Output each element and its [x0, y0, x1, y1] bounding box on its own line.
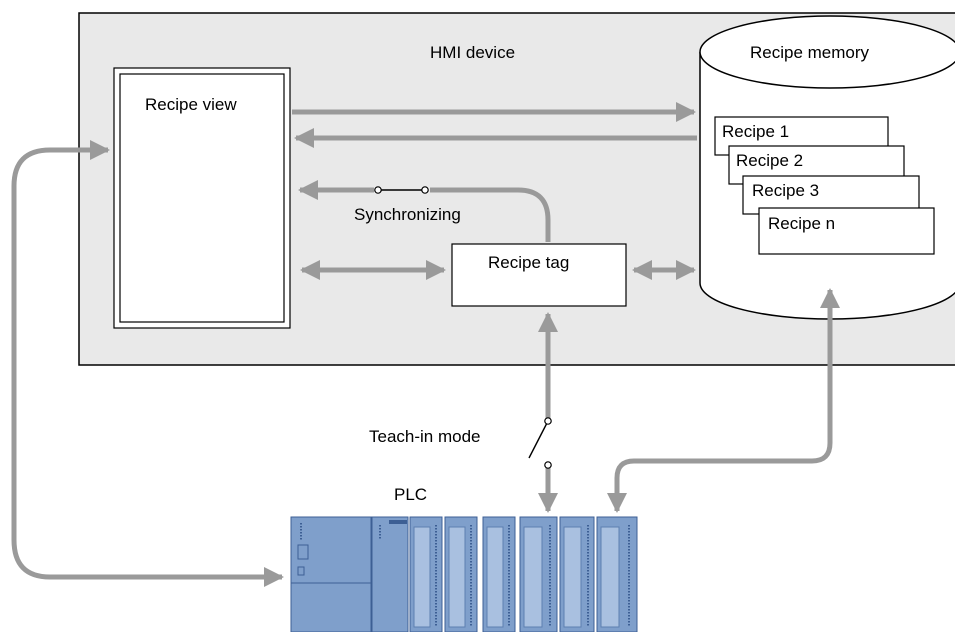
- recipe-view-label: Recipe view: [145, 95, 237, 114]
- plc-label: PLC: [394, 485, 427, 504]
- recipe-tag-box: [451, 243, 627, 307]
- switch-icon: [374, 185, 430, 195]
- arrow-icon: [607, 288, 840, 513]
- recipe-card-label-1: Recipe 1: [722, 122, 789, 141]
- teach-in-label: Teach-in mode: [369, 427, 481, 446]
- arrow-icon: [298, 180, 551, 242]
- arrow-icon: [11, 140, 284, 587]
- recipe-card-label-3: Recipe 3: [752, 181, 819, 200]
- recipe-memory-label: Recipe memory: [750, 43, 870, 62]
- recipe-card-label-2: Recipe 2: [736, 151, 803, 170]
- switch-icon: [528, 417, 552, 469]
- recipe-card-label-n: Recipe n: [768, 214, 835, 233]
- synchronizing-label: Synchronizing: [354, 205, 461, 224]
- plc-hardware-icon: [290, 516, 638, 632]
- hmi-device-label: HMI device: [430, 43, 515, 62]
- recipe-card-n: [758, 207, 935, 255]
- recipe-tag-label: Recipe tag: [488, 253, 569, 272]
